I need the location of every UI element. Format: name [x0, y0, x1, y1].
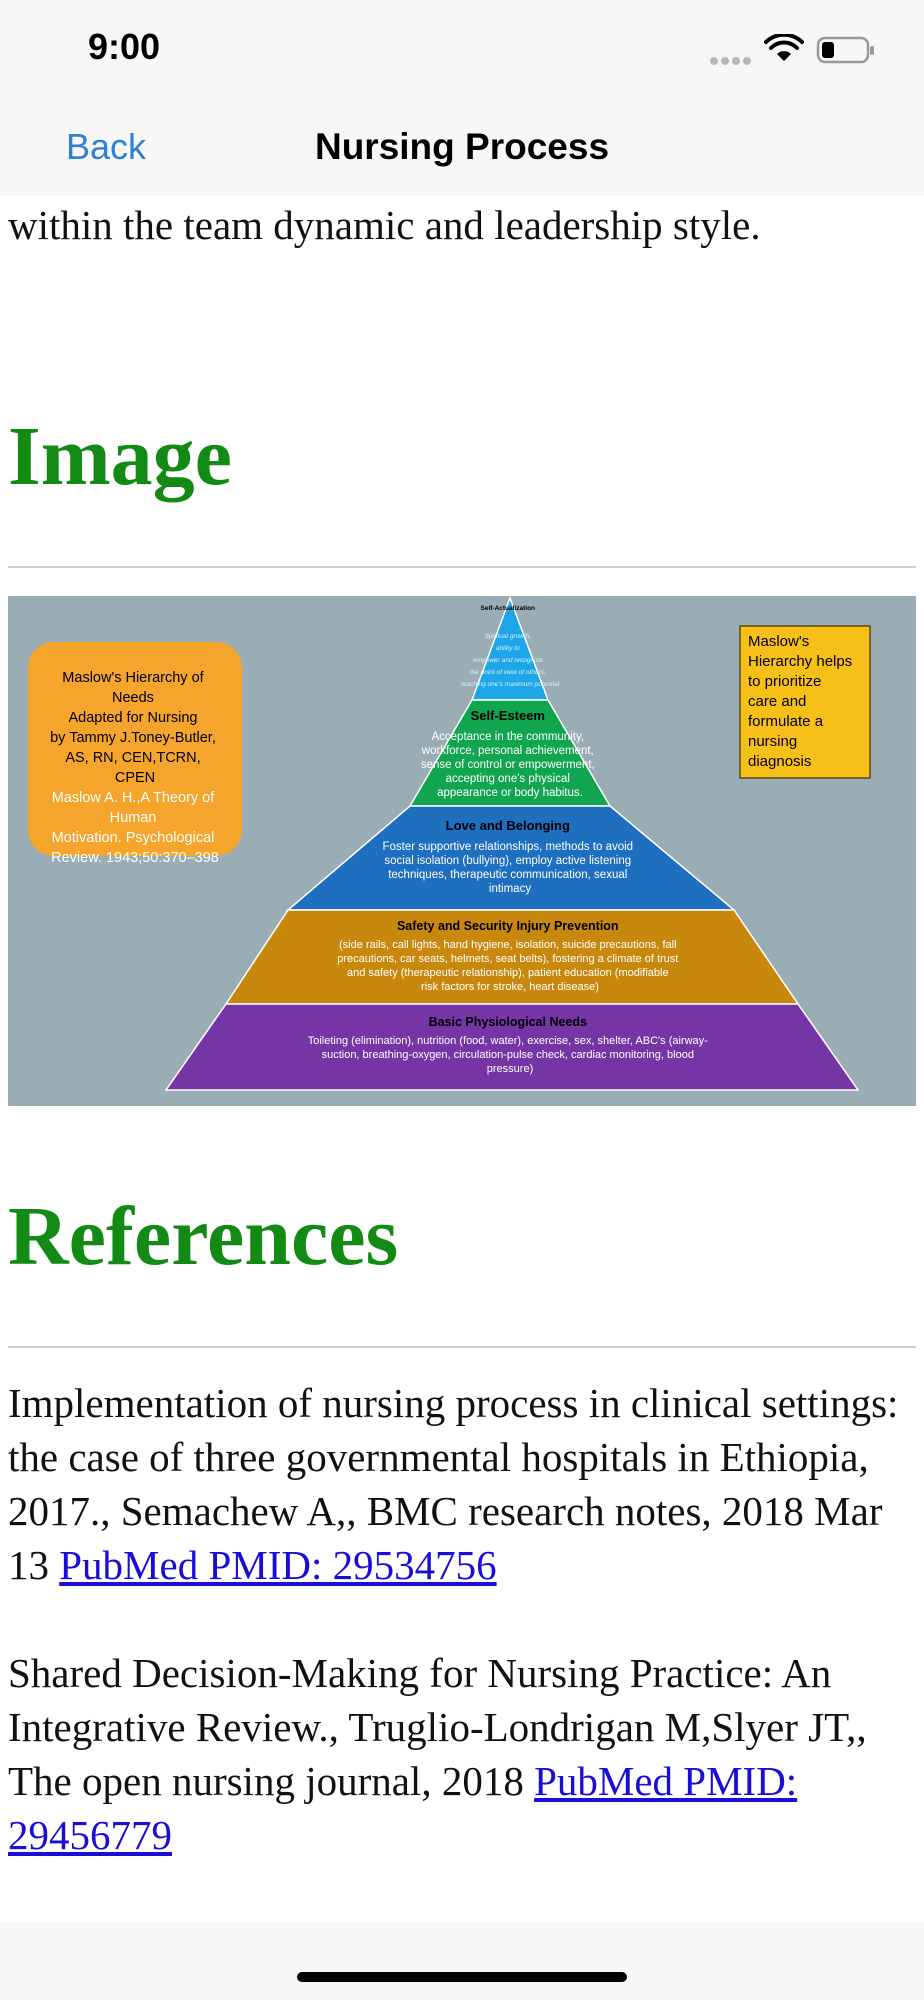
- left-box-line: Needs: [112, 690, 154, 706]
- right-box-line: Hierarchy helps: [748, 653, 852, 670]
- tier-line: risk factors for stroke, heart disease): [421, 981, 599, 993]
- tier-title: Love and Belonging: [446, 818, 570, 833]
- right-box-line: formulate a: [748, 713, 824, 730]
- right-box-line: to prioritize: [748, 673, 821, 690]
- tier-line: Foster supportive relationships, methods…: [382, 841, 633, 853]
- tier-line: workforce, personal achievement,: [421, 745, 594, 757]
- left-box-line: CPEN: [115, 770, 155, 786]
- tier-line: Acceptance in the community,: [431, 731, 584, 743]
- tier-line: suction, breathing-oxygen, circulation-p…: [322, 1049, 694, 1061]
- reference-item: Shared Decision-Making for Nursing Pract…: [8, 1646, 918, 1862]
- reference-text: Implementation of nursing process in cli…: [8, 1380, 899, 1588]
- left-box-line: by Tammy J.Toney-Butler,: [50, 730, 216, 746]
- tier-line: accepting one's physical: [446, 773, 570, 785]
- svg-text:Basic Physiological Needs: Basic Physiological Needs Toileting (eli…: [308, 1013, 713, 1075]
- maslow-hierarchy-image: Maslow's Hierarchy of Needs Adapted for …: [8, 596, 916, 1106]
- tier-title: Safety and Security Injury Prevention: [397, 919, 619, 933]
- tier-line: the point of view of others,: [470, 669, 546, 676]
- bottom-bar: [0, 1922, 924, 2000]
- tier-line: precautions, car seats, helmets, seat be…: [337, 953, 678, 965]
- citation-line: Human: [110, 810, 157, 826]
- right-box-line: nursing: [748, 733, 797, 750]
- pubmed-link[interactable]: PubMed PMID: 29456779: [8, 1758, 798, 1858]
- status-time: 9:00: [88, 26, 161, 67]
- pyramid-tier-physiological: [164, 1003, 860, 1091]
- tier-title: Self-Esteem: [471, 708, 545, 723]
- tier-line: pressure): [487, 1063, 533, 1075]
- tier-line: Toileting (elimination), nutrition (food…: [308, 1035, 708, 1047]
- svg-text:Love and Belonging Foste: Love and Belonging Foster supportive rel…: [382, 817, 637, 895]
- navigation-bar: Back Nursing Process: [0, 100, 924, 196]
- left-box-line: AS, RN, CEN,TCRN,: [65, 750, 200, 766]
- tier-line: ability to: [496, 645, 520, 652]
- right-box-line: care and: [748, 693, 806, 710]
- svg-text:Self-Esteem Acceptance i: Self-Esteem Acceptance in the community,…: [421, 707, 599, 799]
- tier-line: reaching one's maximum potential: [461, 681, 560, 688]
- article-content[interactable]: of the electronic health record as well …: [8, 180, 918, 1922]
- references-heading: References: [8, 1190, 399, 1283]
- left-box-line: Maslow's Hierarchy of: [62, 670, 204, 686]
- left-box-citation: Maslow A. H.,A Theory of Human Motivatio…: [51, 790, 219, 866]
- right-box-line: Maslow's: [748, 633, 809, 650]
- home-indicator[interactable]: [297, 1972, 627, 1982]
- tier-line: Spiritual growth,: [484, 633, 531, 640]
- tier-title: Basic Physiological Needs: [429, 1015, 587, 1029]
- svg-text:Self-Actualization Spiri: Self-Actualization Spiritual growth, abi…: [461, 597, 560, 688]
- reference-text: Shared Decision-Making for Nursing Pract…: [8, 1650, 867, 1804]
- signal-dots-icon: [710, 52, 754, 65]
- citation-line: Maslow A. H.,A Theory of: [52, 790, 215, 806]
- right-box-text: Maslow's Hierarchy helps to prioritize c…: [748, 633, 856, 770]
- tier-line: sense of control or empowerment,: [421, 759, 595, 771]
- tier-line: appearance or body habitus.: [437, 787, 583, 799]
- divider: [8, 566, 916, 568]
- reference-item: Implementation of nursing process in cli…: [8, 1376, 918, 1592]
- page-title: Nursing Process: [314, 126, 610, 167]
- svg-text:Safety and Security Injury Pre: Safety and Security Injury Prevention (s…: [337, 917, 683, 993]
- tier-line: empower and recognize: [473, 657, 543, 664]
- citation-line: Review. 1943;50:370–398: [51, 850, 219, 866]
- citation-line: Motivation. Psychological: [52, 830, 215, 846]
- tier-line: (side rails, call lights, hand hygiene, …: [339, 939, 677, 951]
- wifi-icon: [764, 34, 804, 61]
- status-bar: 9:00: [0, 0, 924, 100]
- image-heading: Image: [8, 410, 232, 503]
- divider: [8, 1346, 916, 1348]
- tier-line: social isolation (bullying), employ acti…: [384, 855, 631, 867]
- tier-line: techniques, therapeutic communication, s…: [388, 869, 627, 881]
- pubmed-link[interactable]: PubMed PMID: 29534756: [59, 1542, 497, 1588]
- left-box-line: Adapted for Nursing: [69, 710, 198, 726]
- right-box-line: diagnosis: [748, 753, 811, 770]
- tier-title: Self-Actualization: [481, 605, 536, 612]
- tier-line: intimacy: [489, 883, 531, 895]
- battery-icon: [816, 36, 874, 64]
- left-box-text: Maslow's Hierarchy of Needs Adapted for …: [50, 670, 220, 786]
- back-button[interactable]: Back: [66, 126, 147, 167]
- tier-line: and safety (therapeutic relationship), p…: [347, 967, 669, 979]
